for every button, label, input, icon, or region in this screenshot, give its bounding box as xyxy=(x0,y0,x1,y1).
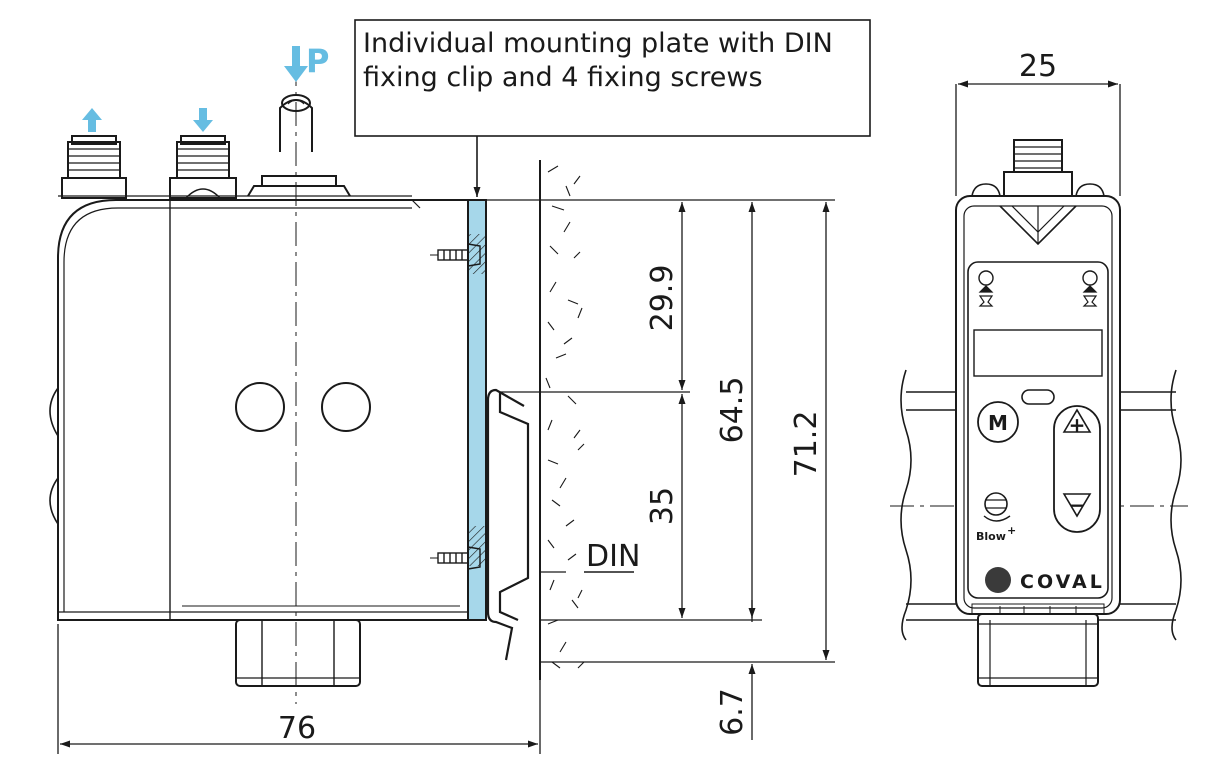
minus-button-label: − xyxy=(1069,493,1086,517)
dim-height-total: 64.5 xyxy=(715,377,750,444)
callout-line-1: Individual mounting plate with DIN xyxy=(363,28,833,59)
wall-hatching xyxy=(545,165,585,669)
callout-box xyxy=(354,19,871,137)
lcd-display xyxy=(973,329,1103,377)
front-bottom-fitting xyxy=(977,613,1099,687)
plus-button[interactable] xyxy=(1062,408,1092,433)
mode-button-label: M xyxy=(988,411,1008,435)
blow-screw-icon[interactable] xyxy=(983,492,1011,522)
din-label: DIN xyxy=(586,539,640,574)
flow-arrows xyxy=(82,46,308,132)
plus-button-label: + xyxy=(1069,413,1086,437)
brand-name: COVAL xyxy=(1020,571,1105,593)
status-indicator xyxy=(1021,389,1055,405)
dim-height-upper: 29.9 xyxy=(645,265,680,332)
adjust-rocker[interactable] xyxy=(1053,405,1101,533)
arrow-up-icon xyxy=(82,108,102,132)
brand-dot xyxy=(985,567,1011,593)
callout-line-2: fixing clip and 4 fixing screws xyxy=(363,62,763,93)
mounting-plate xyxy=(467,199,487,621)
device-body-outline xyxy=(57,199,469,621)
mounting-hole-right xyxy=(321,382,371,432)
pressure-inlet xyxy=(247,62,351,704)
fixing-screw-bottom xyxy=(430,546,481,570)
front-view xyxy=(890,139,1188,687)
front-body xyxy=(955,195,1121,615)
suction-cup-icon xyxy=(978,285,994,307)
led-right xyxy=(1082,270,1098,286)
pressure-arrow-icon xyxy=(284,46,308,82)
din-clip xyxy=(486,388,530,661)
connector-exhaust xyxy=(61,135,127,199)
side-view xyxy=(49,62,585,704)
mounting-hole-left xyxy=(235,382,285,432)
bottom-fitting xyxy=(235,619,361,687)
suction-cup-release-icon xyxy=(1082,285,1098,307)
minus-button[interactable] xyxy=(1062,493,1092,518)
dimension-lines xyxy=(57,80,1121,754)
dim-height-lower: 35 xyxy=(645,487,680,525)
dim-rail-offset: 6.7 xyxy=(715,688,750,736)
control-panel xyxy=(967,261,1109,599)
fixing-screw-top xyxy=(430,243,481,267)
led-left xyxy=(978,270,994,286)
arrow-down-icon xyxy=(193,108,213,132)
mode-button[interactable] xyxy=(977,401,1019,443)
blow-label: Blow xyxy=(976,530,1006,543)
dim-length: 76 xyxy=(278,711,316,746)
pressure-label: P xyxy=(306,42,329,80)
din-rail xyxy=(890,369,1188,641)
front-connector xyxy=(971,139,1105,246)
connector-vacuum xyxy=(169,135,237,199)
blow-sup-label: + xyxy=(1007,524,1016,537)
dim-width-front: 25 xyxy=(1019,49,1057,84)
dim-height-overall: 71.2 xyxy=(789,411,824,478)
